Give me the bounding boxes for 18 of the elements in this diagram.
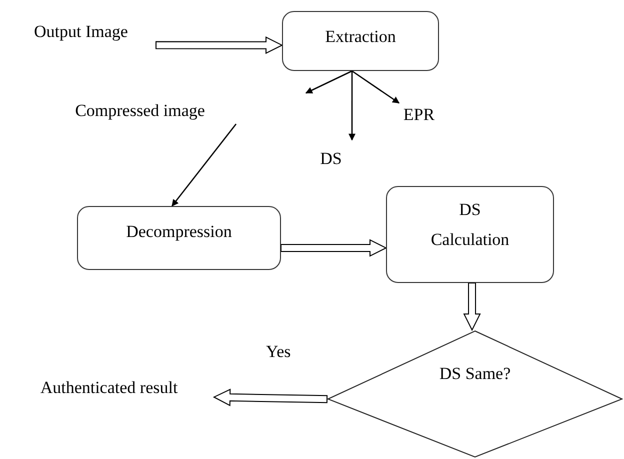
- input-label: Output Image: [6, 18, 156, 46]
- arrow: [172, 124, 237, 207]
- arrow: [348, 71, 356, 141]
- block-arrow: [156, 36, 284, 54]
- process-box: Extraction: [282, 11, 439, 71]
- decision-diamond: DS Same?: [327, 330, 623, 458]
- arrow: [305, 70, 352, 94]
- output-label: DS: [306, 140, 356, 177]
- process-box: DS Calculation: [386, 186, 554, 283]
- edge-label: Yes: [266, 343, 291, 360]
- output-label: EPR: [394, 103, 444, 127]
- block-arrow: [212, 388, 328, 406]
- block-arrow: [280, 239, 388, 257]
- process-box: Decompression: [77, 206, 281, 270]
- arrow: [352, 70, 400, 104]
- block-arrow: [463, 282, 481, 332]
- result-label: Authenticated result: [4, 375, 214, 401]
- input-label: Compressed image: [42, 98, 238, 124]
